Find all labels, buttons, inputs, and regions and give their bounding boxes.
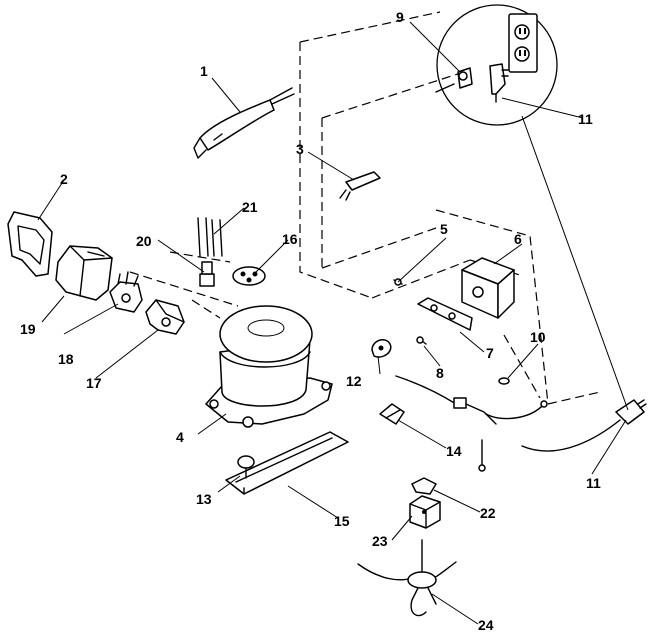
part-15-mounting-rail [225, 431, 349, 495]
callout-9: 9 [396, 9, 404, 25]
part-17-overload [145, 299, 185, 335]
callout-labels: 1 2 3 4 5 6 7 8 9 10 11 11 12 13 14 15 1… [20, 9, 601, 633]
callout-5: 5 [440, 221, 448, 237]
part-16-grommet [232, 266, 266, 286]
part-19-relay-cover [55, 245, 113, 301]
part-20-connector [199, 261, 215, 287]
part-2-cover [7, 211, 53, 277]
cord-and-terminal [395, 375, 548, 472]
part-13-grommet [237, 455, 255, 479]
part-12-knob [371, 339, 392, 358]
part-22-clip [411, 477, 437, 495]
callout-23: 23 [372, 533, 388, 549]
callout-24: 24 [478, 617, 494, 633]
part-6-control-box [461, 257, 515, 319]
callout-11-inset: 11 [578, 111, 593, 127]
callout-15: 15 [334, 513, 350, 529]
part-3-heater [339, 171, 381, 201]
callout-13: 13 [196, 491, 212, 507]
callout-11-cord: 11 [586, 475, 601, 491]
callout-7: 7 [486, 345, 494, 361]
callout-12: 12 [346, 373, 362, 389]
callout-21: 21 [242, 199, 258, 215]
callout-22: 22 [480, 505, 496, 521]
callout-3: 3 [296, 141, 304, 157]
callout-19: 19 [20, 321, 36, 337]
part-4-compressor [205, 305, 333, 428]
part-21-terminal-pins [197, 217, 223, 257]
callout-6: 6 [514, 231, 522, 247]
callout-10: 10 [530, 329, 546, 345]
part-23-block [409, 495, 441, 529]
callout-17: 17 [86, 375, 102, 391]
part-1-drier [193, 87, 295, 159]
callout-4: 4 [176, 429, 184, 445]
callout-8: 8 [436, 365, 444, 381]
callout-14: 14 [446, 443, 462, 459]
outlet-detail-inset [435, 4, 558, 126]
leader-lines [37, 21, 627, 625]
callout-16: 16 [282, 231, 298, 247]
callout-1: 1 [200, 63, 208, 79]
part-14-clamp [379, 403, 405, 425]
callout-2: 2 [60, 171, 68, 187]
callout-18: 18 [58, 351, 74, 367]
part-10-screw [498, 377, 510, 385]
part-8-screw [416, 336, 427, 345]
part-24-tubing [357, 539, 457, 617]
part-18-relay [109, 271, 143, 313]
part-11-power-cord [521, 115, 647, 452]
callout-20: 20 [136, 233, 152, 249]
part-7-bracket [417, 297, 473, 331]
